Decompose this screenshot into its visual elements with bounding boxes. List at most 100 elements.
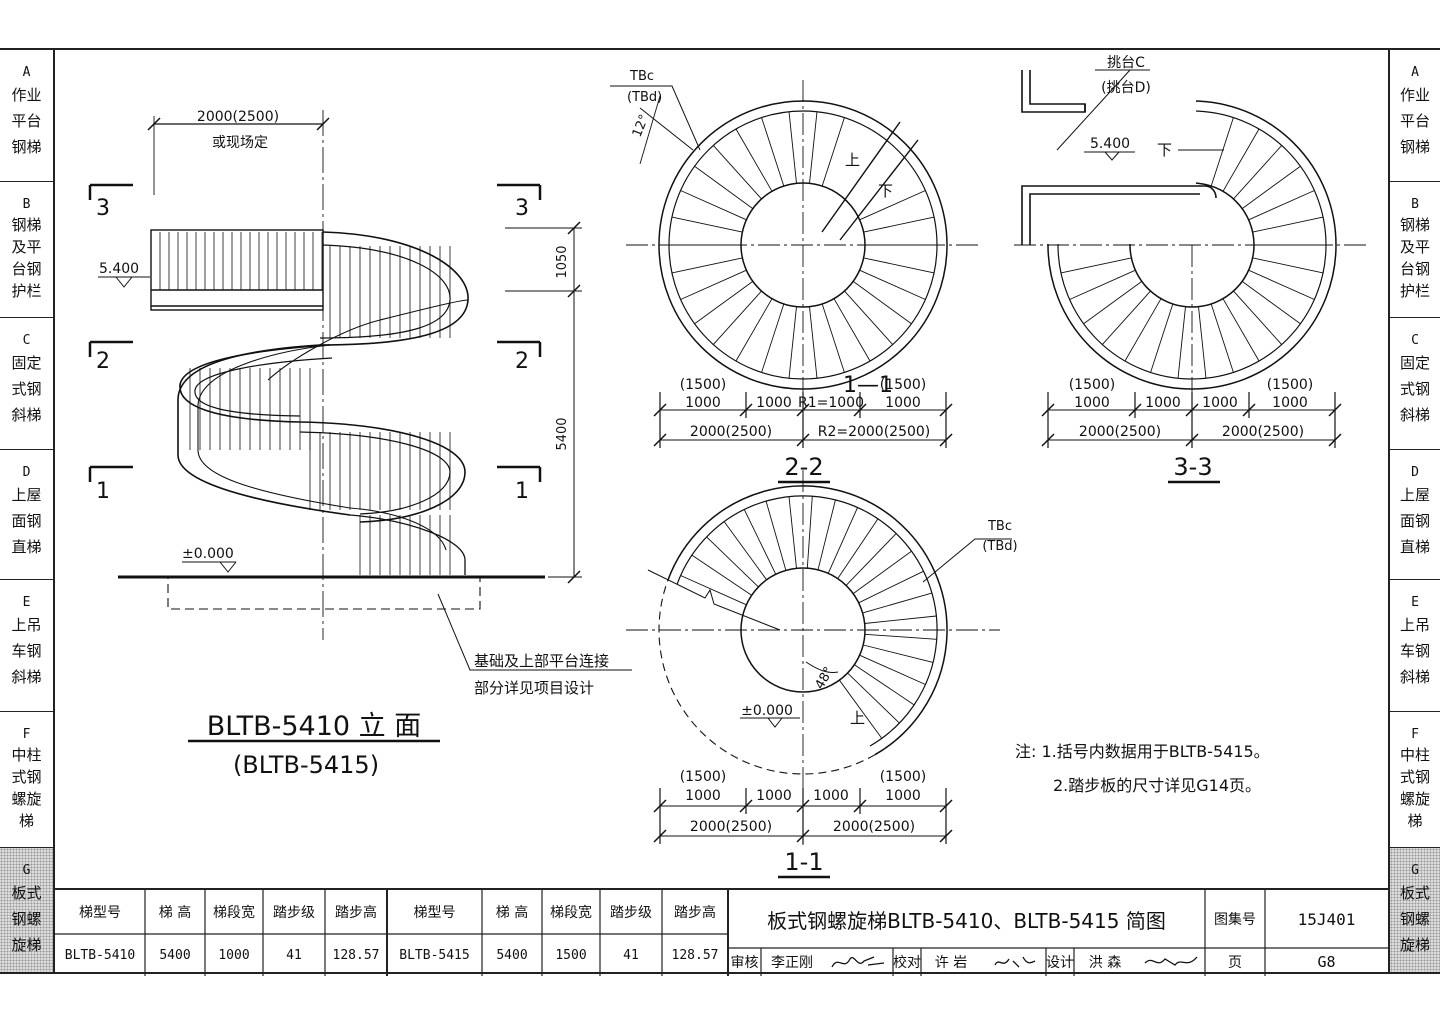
plan22-dim-p1: (1500) <box>680 377 727 393</box>
tab-text: 钢梯 <box>11 138 42 156</box>
plan22-dim-r1: R1=1000 <box>798 395 864 411</box>
tab-b[interactable]: B 钢梯 及平 台钢 护栏 <box>0 182 53 318</box>
tread-line <box>1248 190 1315 221</box>
plan11-dim-c: 1000 <box>813 788 849 804</box>
tab-text: 直梯 <box>1399 538 1430 556</box>
tread-line <box>854 664 915 706</box>
tread-line <box>859 269 926 300</box>
tab-d[interactable]: D 上屋 面钢 直梯 <box>1390 450 1440 580</box>
plan22-tb-label: TBc <box>629 69 654 84</box>
tab-text: 中柱 <box>11 746 42 764</box>
plan33-dim-p1: (1500) <box>1069 377 1116 393</box>
tread-line <box>680 575 747 606</box>
tab-text: 钢梯 <box>1399 216 1430 234</box>
tab-f[interactable]: F 中柱 式钢 螺旋 梯 <box>1390 712 1440 848</box>
tab-d[interactable]: D 上屋 面钢 直梯 <box>0 450 53 580</box>
tread-line <box>809 306 818 379</box>
plan33-label-1: 挑台C <box>1107 55 1145 71</box>
elevation-width-dim: 2000(2500) <box>197 109 279 125</box>
plan22-dim-a: 1000 <box>685 395 721 411</box>
tab-text: 钢梯 <box>1399 138 1430 156</box>
tread-line <box>864 633 937 640</box>
tab-text: 车钢 <box>11 642 42 660</box>
tab-text: 钢螺 <box>1399 910 1430 928</box>
tab-b[interactable]: B 钢梯 及平 台钢 护栏 <box>1390 182 1440 318</box>
tread-line <box>827 507 858 574</box>
level-top-label: 5.400 <box>99 261 139 277</box>
elevation-subtitle: (BLTB-5415) <box>233 751 379 779</box>
plan11-dim-b: 1000 <box>756 788 792 804</box>
tread-line <box>859 654 926 685</box>
tab-e[interactable]: E 上吊 车钢 斜梯 <box>0 580 53 712</box>
plan11-dim-l: 2000(2500) <box>690 819 772 835</box>
tab-g[interactable]: G 板式 钢螺 旋梯 <box>0 848 53 972</box>
tab-text: 固定 <box>11 354 42 372</box>
tread-line <box>852 550 912 594</box>
plan33-dim-d: 1000 <box>1272 395 1308 411</box>
table-cell: 1000 <box>218 947 250 963</box>
tab-code: C <box>22 333 31 348</box>
section-label-2-right: 2 <box>515 349 529 374</box>
tab-text: 面钢 <box>11 512 42 530</box>
tab-e[interactable]: E 上吊 车钢 斜梯 <box>1390 580 1440 712</box>
tread-line <box>806 496 813 569</box>
plan-3-3 <box>1000 60 1370 484</box>
tab-text: 钢梯 <box>11 216 42 234</box>
tread-line <box>788 111 797 184</box>
table-cell: 41 <box>286 947 302 963</box>
level-ground-label: ±0.000 <box>182 546 234 562</box>
tab-text: 螺旋 <box>11 790 42 808</box>
tread-line <box>712 290 762 345</box>
plan11-dim-r: 2000(2500) <box>833 819 915 835</box>
tab-text: 及平 <box>11 238 42 256</box>
tread-line <box>743 509 777 575</box>
tab-text: 上屋 <box>11 486 42 504</box>
tab-c[interactable]: C 固定 式钢 斜梯 <box>0 318 53 450</box>
tread-line <box>735 298 773 362</box>
table-header: 梯段宽 <box>213 905 255 921</box>
lower-handrail <box>299 421 466 523</box>
table-header: 梯 高 <box>495 905 529 921</box>
table-header: 踏步级 <box>273 905 315 921</box>
tread-line <box>862 592 932 614</box>
tread-line <box>694 165 754 209</box>
title-block-grid <box>55 890 1388 976</box>
table-cell: 128.57 <box>332 947 380 963</box>
plan22-title: 2-2 <box>784 453 823 481</box>
tread-line <box>1252 216 1324 233</box>
review-signature <box>823 948 893 976</box>
tread-line <box>858 570 924 604</box>
tread-line <box>1210 303 1234 373</box>
plan22-dim-l: 2000(2500) <box>690 424 772 440</box>
tread-line <box>1222 298 1260 362</box>
plan22-dim-b: 1000 <box>756 395 792 411</box>
dim-1050: 1050 <box>555 245 570 278</box>
tab-a[interactable]: A 作业 平台 钢梯 <box>1390 50 1440 182</box>
plan11-up: 上 <box>850 709 865 727</box>
tab-f[interactable]: F 中柱 式钢 螺旋 梯 <box>0 712 53 848</box>
tread-line <box>845 533 897 586</box>
tread-line <box>761 117 785 187</box>
tab-text: 式钢 <box>1399 380 1430 398</box>
tread-line <box>788 306 797 379</box>
plan11-title: 1-1 <box>784 848 823 876</box>
tread-line <box>821 117 845 187</box>
tab-code: E <box>22 595 31 610</box>
tread-line <box>680 269 747 300</box>
table-header: 梯型号 <box>79 905 121 921</box>
plan33-dim-c: 1000 <box>1202 395 1238 411</box>
tab-a[interactable]: A 作业 平台 钢梯 <box>0 50 53 182</box>
tab-code: E <box>1411 595 1419 610</box>
tread-line <box>1241 281 1301 325</box>
tab-text: 板式 <box>1399 884 1430 902</box>
tread-line <box>761 303 785 373</box>
elevation-width-note: 或现场定 <box>212 135 268 151</box>
table-cell: 128.57 <box>671 947 719 963</box>
tab-g[interactable]: G 板式 钢螺 旋梯 <box>1390 848 1440 972</box>
tab-c[interactable]: C 固定 式钢 斜梯 <box>1390 318 1440 450</box>
check-name: 许 岩 <box>934 955 968 971</box>
atlas-label: 图集号 <box>1214 912 1256 928</box>
tread-line <box>1241 165 1301 209</box>
check-label: 校对 <box>893 955 921 971</box>
tread-line <box>817 499 836 570</box>
